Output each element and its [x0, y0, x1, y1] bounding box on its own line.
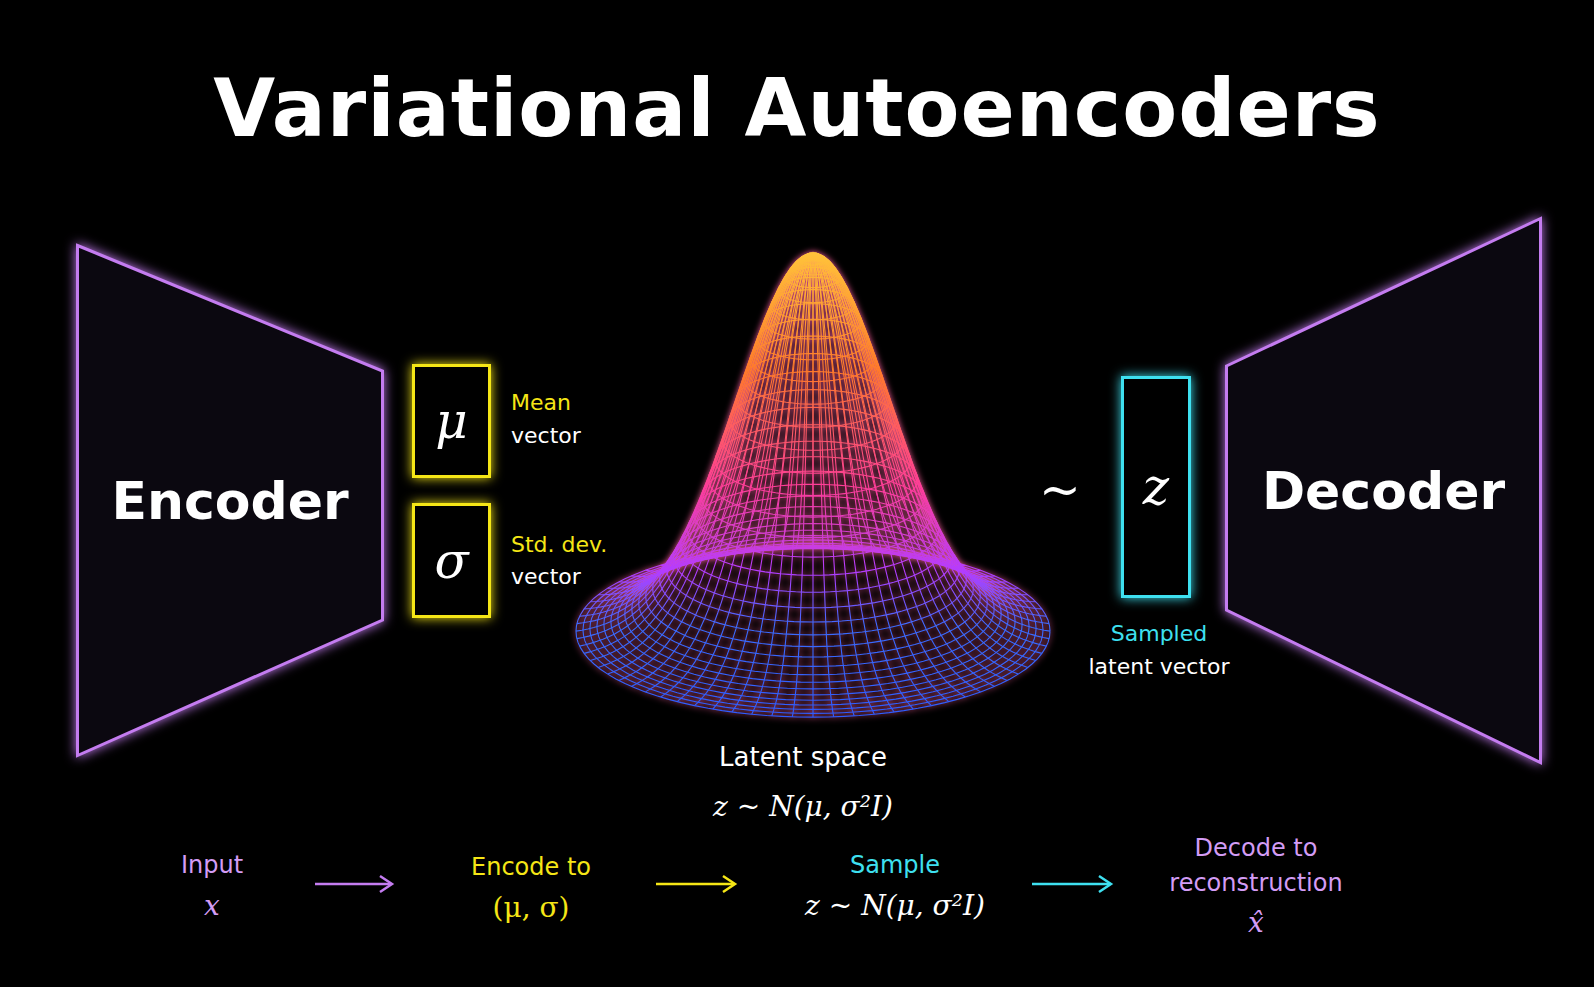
mesh-line	[645, 254, 813, 692]
mesh-line	[772, 253, 813, 550]
annotation: latent vector	[1088, 654, 1229, 679]
node-label: Encoder	[111, 471, 348, 531]
annotation: Std. dev.	[511, 532, 607, 557]
stddev-vector-box: σ	[412, 503, 491, 618]
mesh-line	[813, 254, 1018, 588]
outline	[1123, 378, 1190, 597]
gaussian-surface	[576, 253, 1050, 717]
flow-symbol: x̂	[1248, 906, 1264, 939]
mesh-line	[812, 253, 813, 549]
arrow-head	[723, 876, 735, 892]
latent-space-label: Latent space	[719, 742, 887, 772]
mesh-line	[813, 254, 965, 697]
flow-arrow	[315, 883, 390, 886]
mesh-line	[677, 253, 813, 562]
outline	[78, 246, 383, 756]
flow-step: Input	[181, 851, 243, 879]
mesh-line	[813, 254, 1046, 616]
mesh-line	[813, 254, 1007, 582]
mesh-line	[813, 254, 949, 702]
mean-vector-box: μ	[412, 364, 491, 478]
mesh-line	[813, 253, 932, 559]
mesh-line	[608, 254, 813, 674]
flow-symbol: (μ, σ)	[493, 891, 570, 924]
mesh-line	[813, 254, 1036, 602]
mesh-line	[713, 253, 813, 555]
node-label: μ	[435, 392, 468, 450]
outline	[414, 366, 490, 477]
mesh-line	[813, 254, 1046, 646]
mesh-line	[813, 254, 1050, 631]
mesh-line	[584, 254, 813, 609]
mesh-line	[598, 254, 813, 668]
mesh-line	[580, 254, 813, 616]
mesh-line	[813, 254, 995, 686]
mesh-line	[580, 254, 813, 646]
mesh-line	[752, 253, 813, 551]
mesh-line	[813, 253, 965, 566]
annotation: vector	[511, 564, 581, 589]
tilde-symbol: ~	[1039, 461, 1081, 519]
annotation: vector	[511, 423, 581, 448]
decoder-block: Decoder	[1225, 217, 1542, 764]
mesh-line	[661, 254, 813, 697]
mesh-line	[813, 254, 981, 572]
mesh-line	[577, 254, 813, 639]
outline	[414, 505, 490, 617]
latent-vector-box: z	[1121, 376, 1191, 598]
mesh-line	[813, 254, 1049, 624]
flow-arrow	[656, 883, 733, 886]
mesh-line	[608, 254, 813, 588]
annotation: Mean	[511, 390, 571, 415]
flow-arrow	[1032, 883, 1109, 886]
flow-step: Decode to reconstruction	[1151, 831, 1361, 901]
node-label: Decoder	[1262, 461, 1505, 521]
flow-step: Sample	[850, 851, 940, 879]
mesh-line	[619, 254, 813, 582]
mesh-line	[576, 254, 813, 631]
mesh-line	[813, 254, 995, 577]
node-label: σ	[434, 532, 468, 590]
mesh-line	[645, 254, 813, 572]
mesh-line	[732, 253, 813, 553]
encoder-block: Encoder	[76, 244, 384, 757]
mesh-line	[813, 254, 854, 716]
node-label: z	[1143, 458, 1169, 516]
mesh-line	[577, 254, 813, 624]
flow-step: Encode to	[471, 853, 591, 881]
mesh-line	[631, 254, 813, 577]
mesh-line	[695, 253, 814, 559]
arrow-head	[1099, 876, 1111, 892]
mesh-line	[813, 253, 949, 562]
flow-symbol: x	[204, 889, 220, 922]
annotation: Sampled	[1111, 621, 1207, 646]
mesh-line	[813, 254, 1042, 609]
outline	[1227, 219, 1541, 763]
formula: z ~ N(μ, σ²I)	[805, 889, 985, 922]
title: Variational Autoencoders	[0, 62, 1594, 155]
mesh-line	[792, 253, 813, 549]
mesh-line	[813, 254, 1028, 595]
mesh-line	[813, 253, 834, 549]
formula: z ~ N(μ, σ²I)	[713, 790, 893, 823]
mesh-line	[590, 254, 813, 602]
mesh-line	[813, 254, 981, 692]
flow-arrows	[315, 876, 1111, 892]
mesh-line	[598, 254, 813, 595]
mesh-line	[584, 254, 813, 653]
mesh-line	[661, 253, 813, 566]
arrow-head	[380, 876, 392, 892]
